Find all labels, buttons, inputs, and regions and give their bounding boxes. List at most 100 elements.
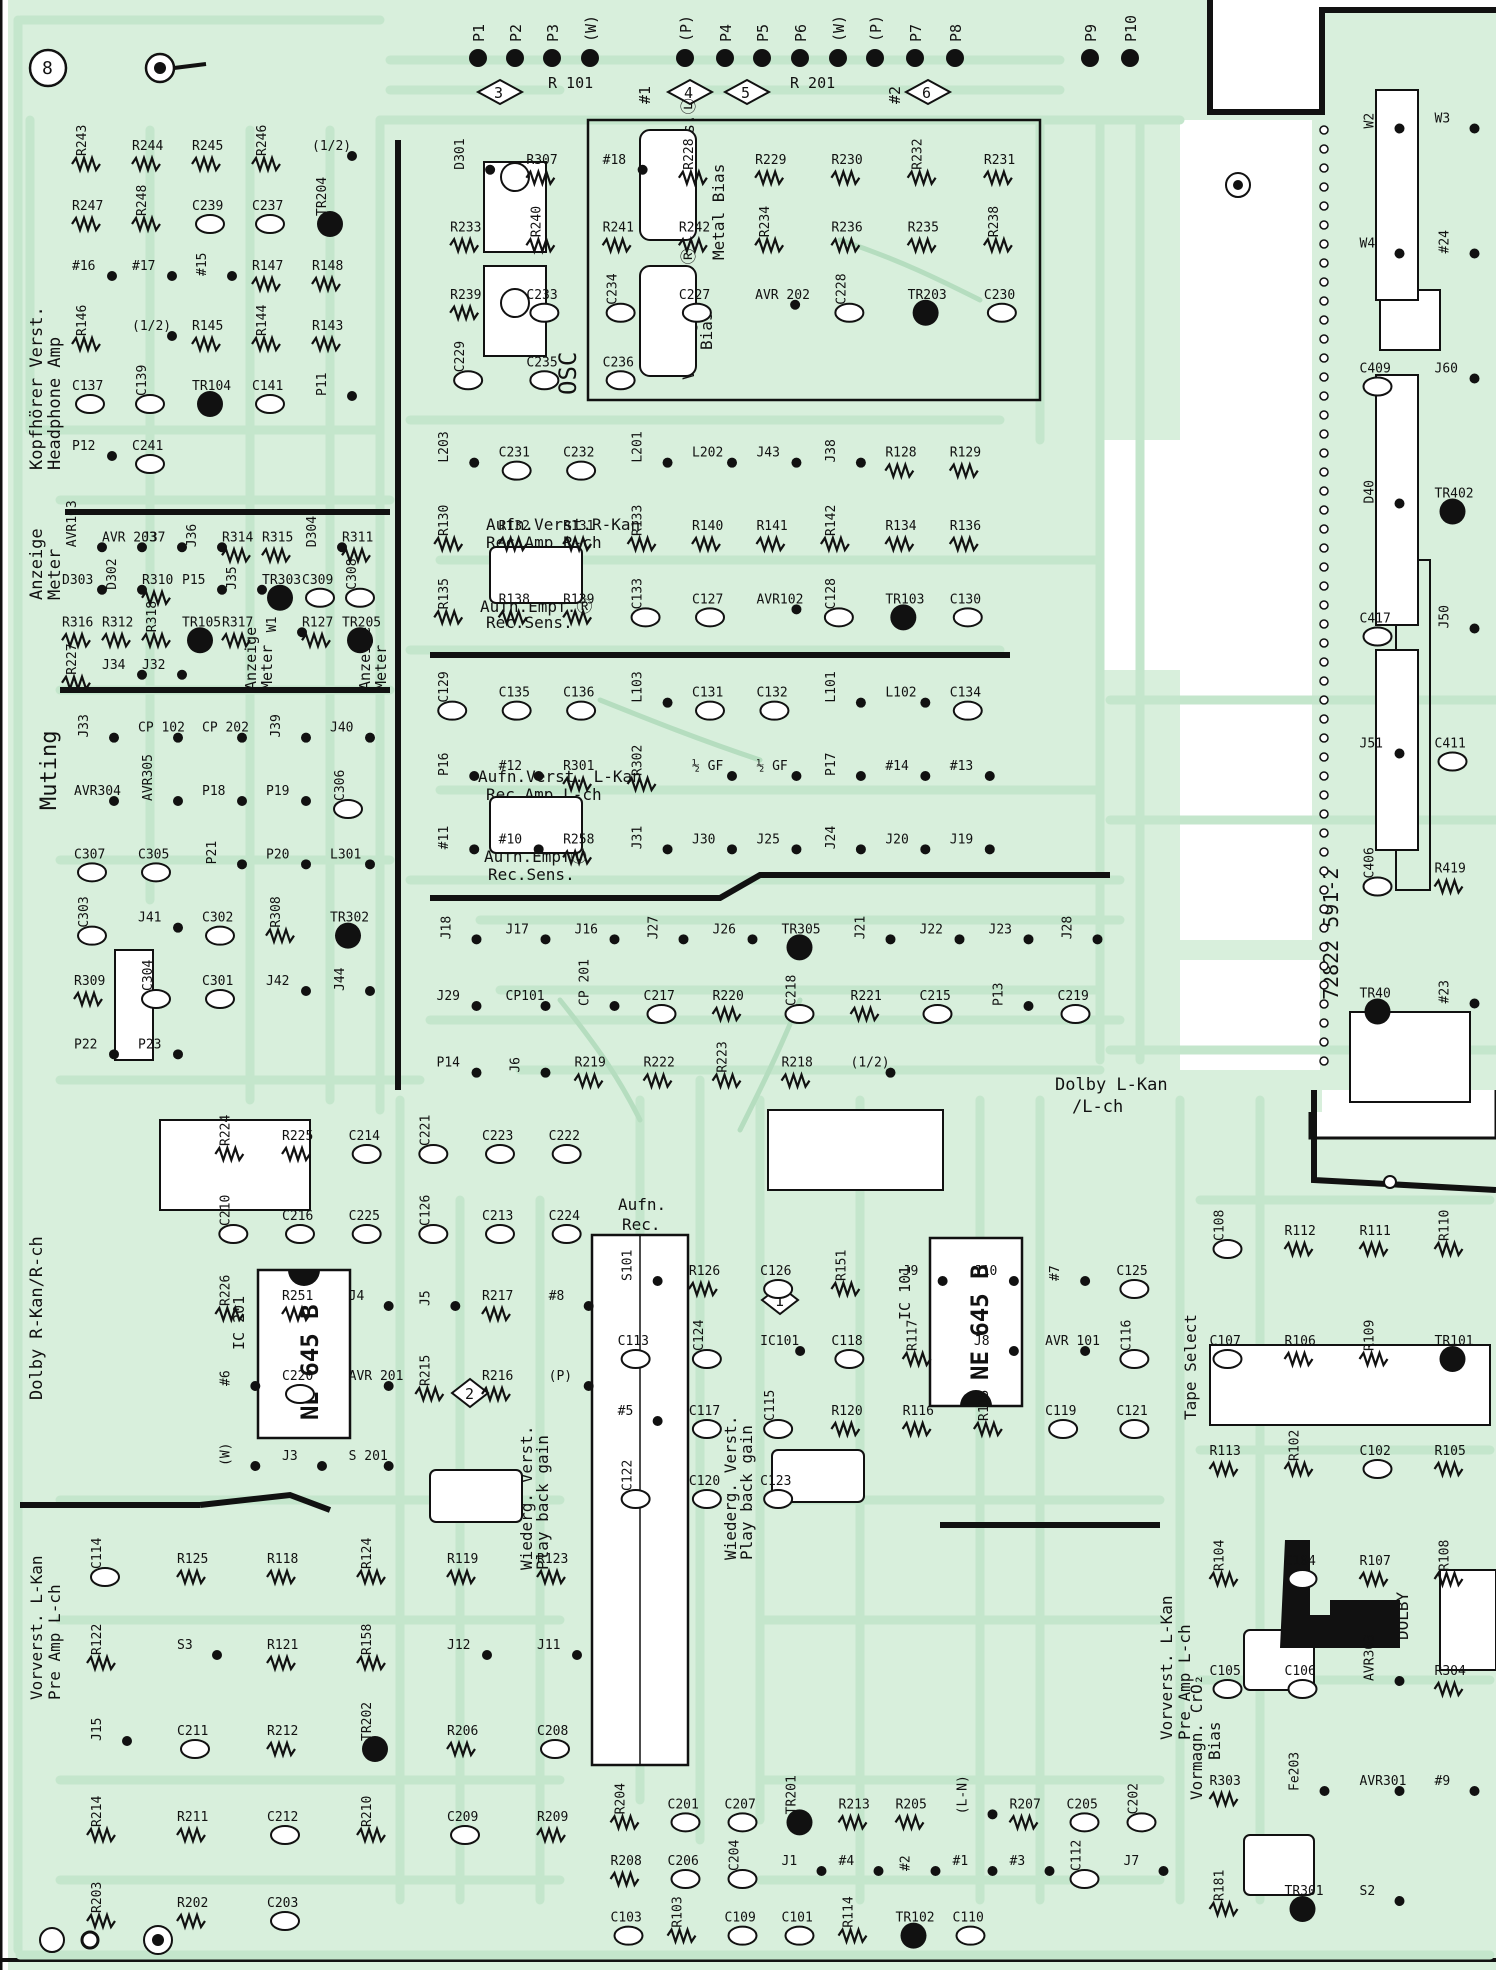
resistor-symbol — [281, 1144, 311, 1164]
component-label: C217 — [644, 989, 675, 1004]
hex-markers: 3 4 5 6 1 2 R 101 R 201 #1 #2 — [450, 74, 953, 1409]
capacitor-symbol — [418, 1144, 449, 1164]
capacitor-symbol — [1287, 1679, 1318, 1699]
component-label: C141 — [252, 379, 283, 394]
solder-pad — [1044, 1866, 1055, 1876]
solder-pad — [1394, 498, 1405, 509]
component-label: R226 — [218, 1275, 233, 1306]
resistor-symbol — [525, 168, 556, 188]
resistor-symbol — [677, 235, 708, 255]
component-label: C131 — [692, 686, 723, 701]
component-label: C409 — [1360, 362, 1391, 377]
component-label: TR40 — [1360, 987, 1391, 1002]
component-label: R303 — [1210, 1774, 1241, 1789]
component-label: R128 — [885, 446, 916, 461]
capacitor-symbol — [1119, 1419, 1150, 1439]
resistor-symbol — [1358, 1239, 1389, 1259]
component-label: TR201 — [785, 1775, 800, 1814]
component-label: R181 — [1213, 1870, 1228, 1901]
component-label: P22 — [74, 1037, 97, 1052]
edge-hole — [1319, 961, 1329, 971]
resistor-symbol — [755, 534, 786, 554]
edge-hole — [1319, 847, 1329, 857]
edge-hole — [1319, 1037, 1329, 1047]
component-label: R213 — [839, 1797, 870, 1812]
component-label: R302 — [631, 745, 646, 776]
component-label: R126 — [689, 1264, 720, 1279]
component-label: C229 — [453, 341, 468, 372]
component-label: R240 — [529, 206, 544, 237]
solder-pad — [137, 669, 147, 680]
component-label: J44 — [333, 967, 348, 991]
component-label: C134 — [950, 686, 981, 701]
component-label: C305 — [138, 847, 169, 862]
component-label: C208 — [537, 1724, 568, 1739]
component-label: #11 — [437, 826, 452, 849]
resistor-symbol — [281, 1304, 311, 1324]
solder-pad — [471, 1067, 482, 1078]
component-label: P15 — [182, 573, 205, 588]
solder-pad — [1092, 934, 1103, 945]
component-label: J31 — [631, 826, 646, 849]
capacitor-symbol — [1212, 1349, 1243, 1369]
solder-pad — [727, 844, 737, 855]
component-label: L202 — [692, 446, 723, 461]
solder-pad — [885, 934, 896, 945]
transistor-symbol — [267, 584, 293, 611]
solder-pad — [173, 732, 183, 743]
solder-pad — [572, 1650, 582, 1660]
edge-hole — [1319, 942, 1329, 952]
label-headphone-en: Headphone Amp — [45, 337, 65, 470]
resistor-symbol — [1358, 1349, 1389, 1369]
transistor-symbol — [786, 1809, 813, 1836]
component-label: TR205 — [342, 615, 381, 630]
label-metal-bias: Metal Bias — [709, 164, 728, 260]
solder-pad — [167, 271, 177, 281]
capacitor-symbol — [75, 394, 105, 414]
resistor-symbol — [251, 274, 281, 294]
edge-hole — [1319, 866, 1329, 876]
solder-pad — [533, 771, 544, 781]
capacitor-symbol — [1048, 1419, 1079, 1439]
component-label: (W) — [218, 1443, 233, 1466]
capacitor-symbol — [270, 1911, 300, 1931]
component-label: C118 — [831, 1334, 862, 1349]
component-label: J21 — [854, 916, 869, 939]
edge-hole — [1319, 885, 1329, 895]
capacitor-symbol — [77, 925, 107, 946]
component-label: C133 — [631, 578, 646, 609]
edge-hole — [1319, 334, 1329, 344]
resistor-symbol — [687, 1279, 718, 1299]
component-label: R105 — [1435, 1444, 1466, 1459]
component-label: J17 — [506, 922, 529, 937]
resistor-symbol — [906, 235, 937, 255]
solder-pad — [873, 1866, 884, 1876]
capacitor-symbol — [1060, 1004, 1091, 1024]
capacitor-symbol — [763, 1489, 794, 1509]
solder-pad — [469, 844, 480, 855]
resistor-symbol — [86, 1825, 116, 1845]
header-pin-label: (W) — [830, 15, 848, 42]
resistor-symbol — [1433, 1569, 1464, 1589]
component-label: J33 — [77, 714, 92, 737]
component-label: R220 — [713, 989, 744, 1004]
capacitor-symbol — [955, 1925, 986, 1946]
header-pin-pad — [716, 49, 734, 67]
component-label: J25 — [756, 832, 779, 847]
transistor-symbol — [900, 1922, 927, 1949]
header-pin-pad — [543, 49, 561, 67]
component-label: C220 — [282, 1369, 313, 1384]
resistor-symbol — [830, 168, 861, 188]
component-label: C232 — [563, 446, 594, 461]
component-label: P14 — [437, 1056, 461, 1071]
resistor-symbol — [141, 588, 171, 608]
component-label: C210 — [218, 1195, 233, 1226]
component-label: R129 — [950, 446, 981, 461]
transistor-symbol — [1289, 1896, 1316, 1922]
component-label: R214 — [90, 1796, 105, 1827]
component-label: J40 — [330, 721, 353, 736]
solder-pad — [469, 457, 480, 468]
label-playback-r-en: Play back gain — [533, 1435, 552, 1570]
component-label: R133 — [631, 505, 646, 536]
